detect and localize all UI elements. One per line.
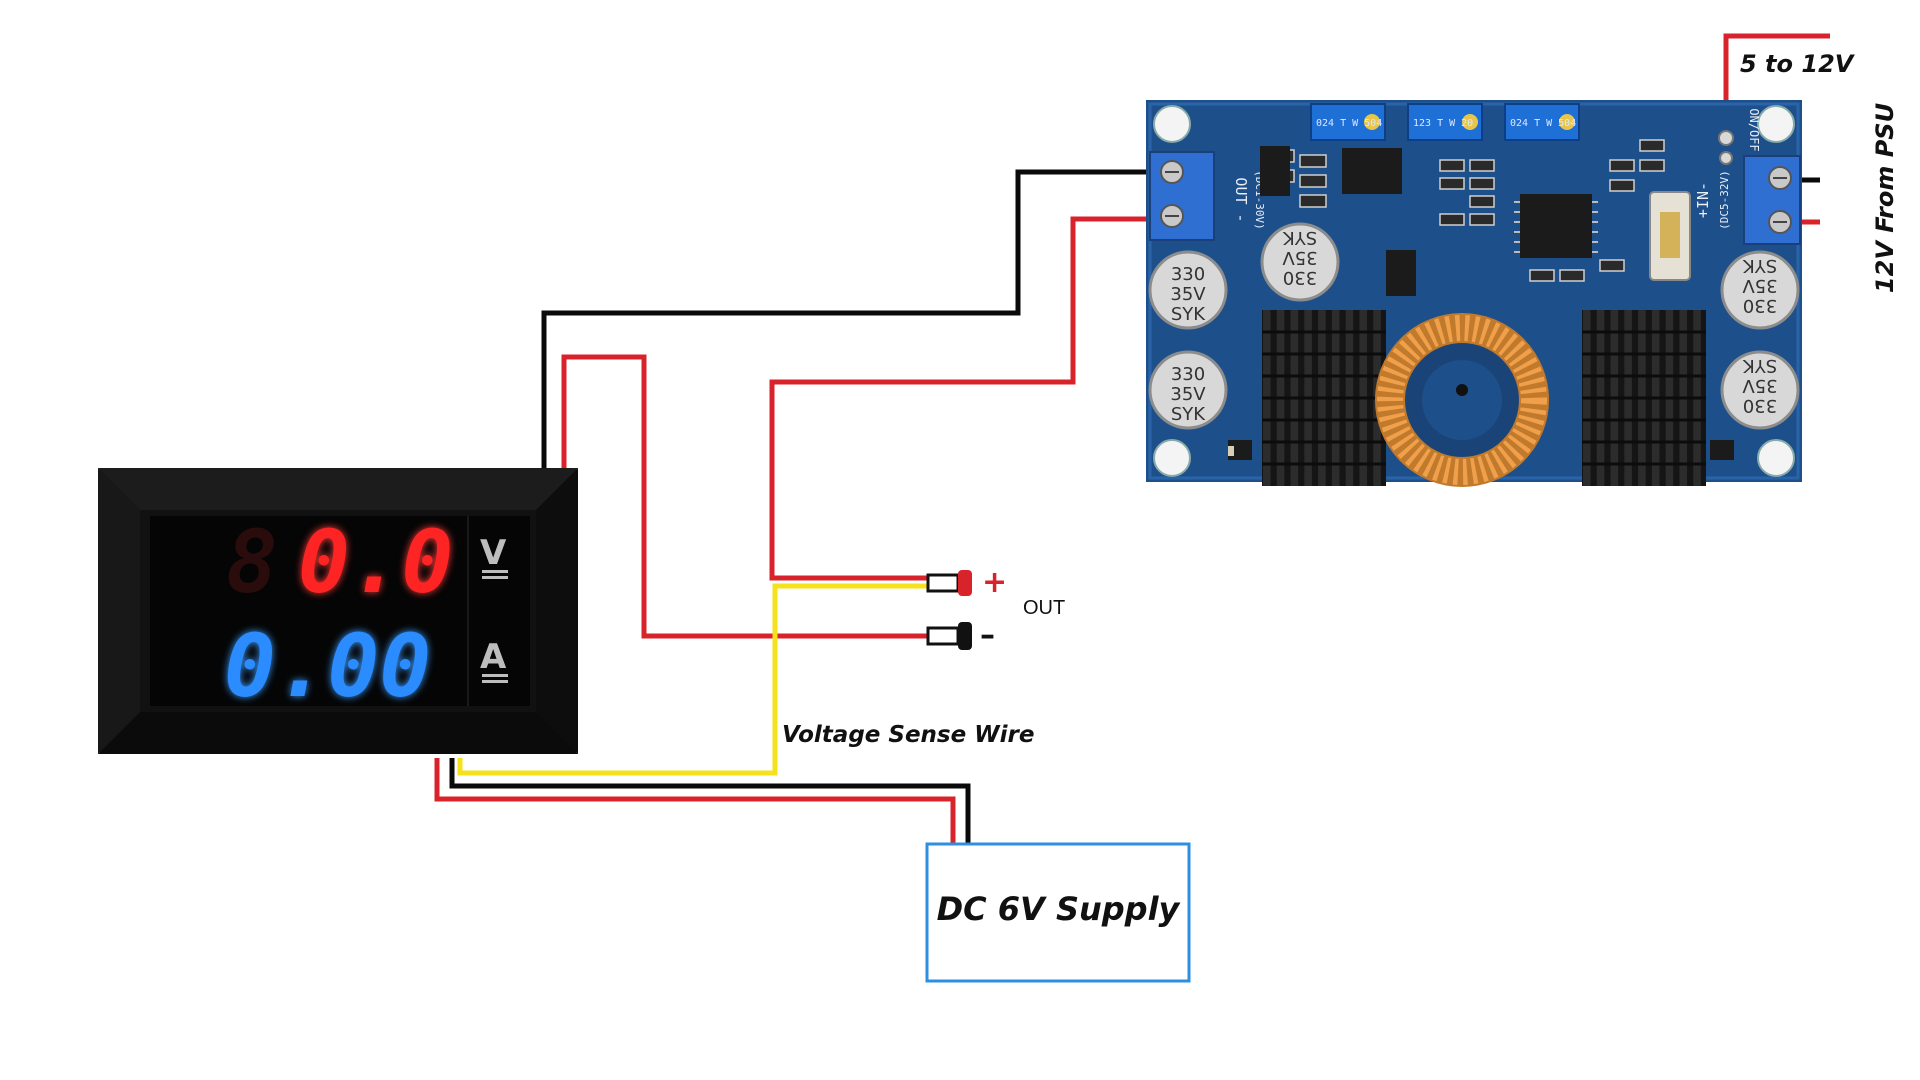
smd-components xyxy=(1267,139,1665,282)
wires xyxy=(434,33,1830,850)
mounting-hole xyxy=(1153,105,1191,143)
wire-red-meter-to-out-minus xyxy=(561,354,935,639)
svg-text:35V: 35V xyxy=(1742,375,1778,396)
current-readout: 0.00 xyxy=(224,617,431,717)
svg-text:024 T W 504: 024 T W 504 xyxy=(1510,118,1576,129)
voltage-readout: 0.0 xyxy=(298,513,453,613)
inductor-smd xyxy=(1386,250,1416,296)
electrolytic-capacitor: 330 35V SYK xyxy=(1720,250,1800,330)
wire-black-meter-to-board xyxy=(541,169,1150,472)
current-unit-label: A xyxy=(480,637,507,677)
mounting-hole xyxy=(1757,105,1795,143)
meter-bezel-bevel xyxy=(98,468,578,510)
output-terminal-plus xyxy=(926,570,972,596)
shunt-resistor xyxy=(1260,146,1290,196)
svg-text:SYK: SYK xyxy=(1171,304,1206,325)
mounting-hole xyxy=(1757,439,1795,477)
svg-text:330: 330 xyxy=(1743,295,1777,316)
wire-yellow-sense xyxy=(457,583,935,776)
voltage-range-label: 5 to 12V xyxy=(1740,50,1856,78)
onoff-label: ON/OFF xyxy=(1747,108,1761,151)
mounting-hole xyxy=(1153,439,1191,477)
mosfet xyxy=(1342,148,1402,194)
svg-text:SYK: SYK xyxy=(1171,404,1206,425)
sense-wire-label: Voltage Sense Wire xyxy=(782,722,1034,748)
in-terminal-block xyxy=(1743,155,1801,245)
svg-text:35V: 35V xyxy=(1282,247,1318,268)
svg-text:330: 330 xyxy=(1283,267,1317,288)
electrolytic-capacitor: 330 35V SYK xyxy=(1720,350,1800,430)
in-range-label: (DC5-32V) xyxy=(1718,170,1731,230)
svg-text:330: 330 xyxy=(1171,364,1205,385)
out-terminal-block xyxy=(1149,151,1215,241)
svg-text:SYK: SYK xyxy=(1282,227,1317,248)
svg-text:35V: 35V xyxy=(1170,284,1206,305)
plus-plug xyxy=(958,570,972,596)
out-label: OUT xyxy=(1023,597,1065,619)
toroidal-inductor xyxy=(1375,313,1549,487)
minus-sign-label: – xyxy=(980,618,995,653)
panel-meter: 8 0.0 0.00 V A xyxy=(98,468,578,754)
svg-text:35V: 35V xyxy=(1742,275,1778,296)
psu-input-label: 12V From PSU xyxy=(1871,103,1899,293)
trimmer-pot: 024 T W 504 xyxy=(1310,103,1386,141)
wire-red-board-to-out-plus xyxy=(769,216,1150,581)
out-terminal-label: OUT - xyxy=(1232,177,1250,222)
trimmer-pot: 123 T W 20 xyxy=(1407,103,1483,141)
buck-boost-board: OUT - (DC1-30V) +IN- (DC5-32V) ON/OFF 02… xyxy=(1146,100,1802,487)
svg-text:35V: 35V xyxy=(1170,384,1206,405)
wire-black-supply xyxy=(449,758,971,850)
electrolytic-capacitor: 330 35V SYK xyxy=(1148,250,1228,330)
wire-red-onoff xyxy=(1723,33,1830,130)
wire-red-supply xyxy=(434,758,956,850)
electrolytic-capacitor: 330 35V SYK xyxy=(1260,222,1340,302)
svg-text:330: 330 xyxy=(1171,264,1205,285)
controller-ic xyxy=(1520,194,1592,258)
voltage-ghost-digit: 8 xyxy=(226,513,278,613)
svg-text:SYK: SYK xyxy=(1742,355,1777,376)
meter-display-window xyxy=(150,516,530,706)
dc-supply-box xyxy=(925,842,1191,983)
svg-text:123 T W 20: 123 T W 20 xyxy=(1413,118,1473,129)
trimmer-pot: 024 T W 504 xyxy=(1504,103,1580,141)
heatsink xyxy=(1262,310,1386,486)
svg-text:024 T W 504: 024 T W 504 xyxy=(1316,118,1382,129)
svg-text:330: 330 xyxy=(1743,395,1777,416)
plus-sign-label: + xyxy=(982,565,1007,600)
dc-supply-label: DC 6V Supply xyxy=(937,890,1181,928)
heatsink xyxy=(1582,310,1706,486)
output-terminal-minus xyxy=(926,622,972,650)
svg-text:SYK: SYK xyxy=(1742,255,1777,276)
voltage-unit-label: V xyxy=(480,533,507,573)
in-terminal-label: +IN- xyxy=(1694,182,1712,218)
electrolytic-capacitor: 330 35V SYK xyxy=(1148,350,1228,430)
onoff-pad xyxy=(1718,130,1734,146)
minus-plug xyxy=(958,622,972,650)
